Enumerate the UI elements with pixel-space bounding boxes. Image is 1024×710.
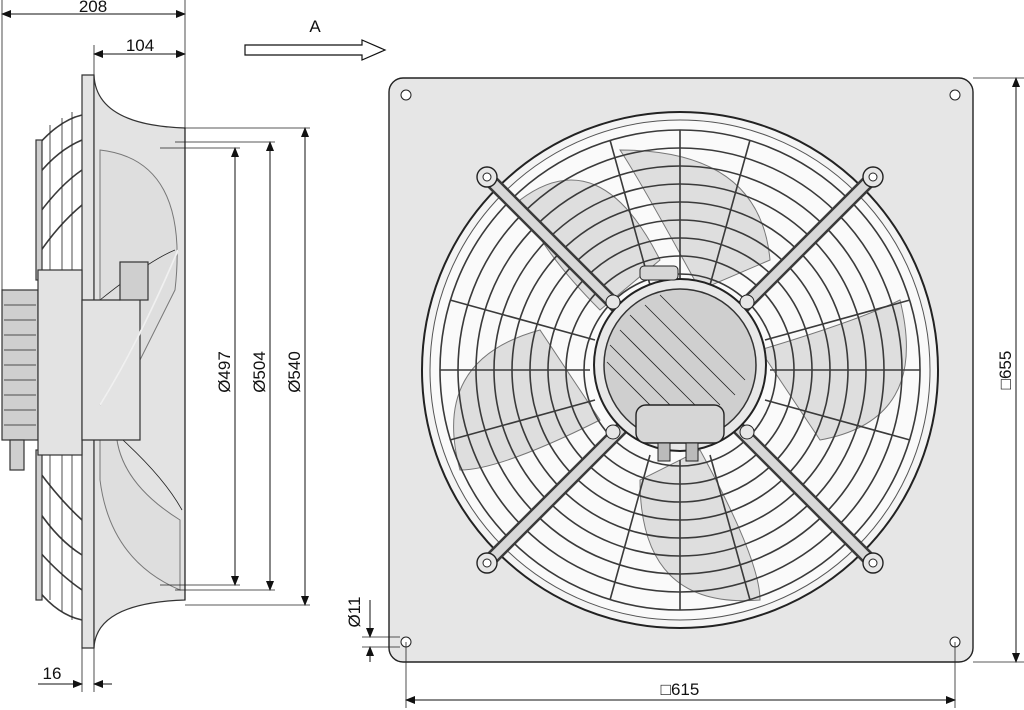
dim-flange-thickness: 16	[43, 664, 62, 683]
mount-hole	[400, 89, 412, 101]
dim-impeller-dia: Ø497	[215, 351, 234, 393]
side-cable-gland	[9, 439, 25, 471]
dim-overall-depth: 208	[79, 0, 107, 16]
view-label: A	[309, 17, 321, 36]
dim-hole-dia: Ø11	[345, 597, 364, 628]
dim-inner-dia: Ø504	[250, 351, 269, 393]
side-view: 208 104 Ø497 Ø504 Ø540 16	[1, 0, 310, 692]
dim-motor-depth: 104	[126, 36, 154, 55]
dim-hole-pitch: □615	[661, 680, 700, 699]
terminal-box	[635, 404, 725, 444]
front-view: □655 □615 Ø11	[345, 77, 1024, 708]
motor-hub	[593, 265, 767, 462]
mount-hole	[949, 89, 961, 101]
guard-spokes	[440, 130, 920, 610]
dim-outer-dia: Ø540	[285, 351, 304, 393]
dim-plate-size: □655	[996, 351, 1015, 390]
view-arrow-a: A	[244, 17, 387, 61]
